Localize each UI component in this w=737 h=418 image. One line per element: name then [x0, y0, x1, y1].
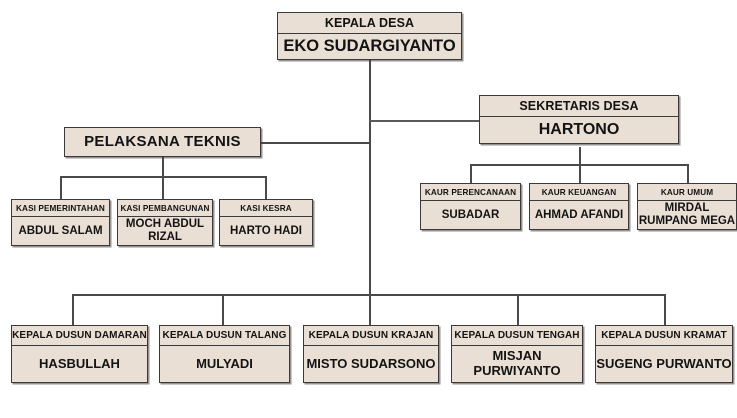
node-kepala-dusun-krajan[interactable]: KEPALA DUSUN KRAJAN MISTO SUDARSONO	[303, 325, 439, 383]
kepala-dusun-tengah-person: MISJAN PURWIYANTO	[473, 348, 561, 378]
connector-kaur-drop-3	[687, 164, 689, 183]
kepala-dusun-tengah-title: KEPALA DUSUN TENGAH	[452, 326, 582, 346]
connector-dusun-drop-2	[222, 294, 224, 325]
node-kaur-umum[interactable]: KAUR UMUM MIRDAL RUMPANG MEGA	[637, 183, 737, 230]
sekretaris-desa-title: SEKRETARIS DESA	[480, 96, 678, 117]
kasi-pembangunan-title: KASI PEMBANGUNAN	[118, 200, 212, 217]
kasi-pembangunan-person: MOCH ABDUL RIZAL	[125, 218, 205, 243]
node-kepala-dusun-tengah[interactable]: KEPALA DUSUN TENGAH MISJAN PURWIYANTO	[451, 325, 583, 383]
connector-dusun-drop-3	[369, 294, 371, 325]
connector-kasi-drop-1	[60, 176, 62, 199]
kepala-desa-title: KEPALA DESA	[278, 13, 461, 34]
kepala-dusun-kramat-person: SUGENG PURWANTO	[596, 355, 732, 371]
node-kepala-dusun-damaran[interactable]: KEPALA DUSUN DAMARAN HASBULLAH	[11, 325, 148, 383]
node-pelaksana-teknis[interactable]: PELAKSANA TEKNIS	[64, 127, 261, 157]
node-kepala-dusun-talang[interactable]: KEPALA DUSUN TALANG MULYADI	[159, 325, 290, 383]
node-kepala-dusun-kramat[interactable]: KEPALA DUSUN KRAMAT SUGENG PURWANTO	[595, 325, 733, 383]
connector-kasi-drop-3	[265, 176, 267, 199]
connector-kasi-drop-2	[162, 176, 164, 199]
kaur-perencanaan-title: KAUR PERENCANAAN	[421, 184, 520, 201]
kaur-keuangan-person: AHMAD AFANDI	[534, 208, 624, 221]
kepala-desa-person: EKO SUDARGIYANTO	[283, 37, 456, 56]
sekretaris-desa-person: HARTONO	[538, 121, 620, 139]
connector-dusun-drop-4	[517, 294, 519, 325]
node-sekretaris-desa[interactable]: SEKRETARIS DESA HARTONO	[479, 95, 679, 144]
connector-technical-unit-drop	[162, 157, 164, 177]
kasi-kesra-person: HARTO HADI	[230, 224, 302, 237]
kepala-dusun-krajan-person: MISTO SUDARSONO	[306, 355, 436, 371]
kaur-umum-person: MIRDAL RUMPANG MEGA	[638, 202, 736, 227]
connector-trunk-main	[369, 58, 371, 296]
node-kaur-perencanaan[interactable]: KAUR PERENCANAAN SUBADAR	[420, 183, 521, 230]
kaur-perencanaan-person: SUBADAR	[441, 208, 500, 221]
kepala-dusun-talang-title: KEPALA DUSUN TALANG	[160, 326, 289, 346]
connector-kaur-drop-1	[470, 164, 472, 183]
kepala-dusun-damaran-title: KEPALA DUSUN DAMARAN	[12, 326, 147, 346]
node-kasi-pembangunan[interactable]: KASI PEMBANGUNAN MOCH ABDUL RIZAL	[117, 199, 213, 246]
kasi-kesra-title: KASI KESRA	[220, 200, 312, 217]
connector-dusun-drop-5	[664, 294, 666, 325]
kasi-pemerintahan-person: ABDUL SALAM	[18, 224, 103, 237]
kaur-umum-title: KAUR UMUM	[638, 184, 736, 201]
connector-secretary-drop	[579, 147, 581, 165]
node-kasi-kesra[interactable]: KASI KESRA HARTO HADI	[219, 199, 313, 246]
connector-kaur-drop-2	[579, 164, 581, 183]
connector-dusun-drop-1	[72, 294, 74, 325]
kepala-dusun-krajan-title: KEPALA DUSUN KRAJAN	[304, 326, 438, 346]
kepala-dusun-talang-person: MULYADI	[196, 355, 253, 371]
node-kepala-desa[interactable]: KEPALA DESA EKO SUDARGIYANTO	[277, 12, 462, 60]
kasi-pemerintahan-title: KASI PEMERINTAHAN	[12, 200, 109, 217]
pelaksana-teknis-title: PELAKSANA TEKNIS	[84, 132, 241, 150]
connector-trunk-to-technical-unit	[255, 142, 371, 144]
node-kasi-pemerintahan[interactable]: KASI PEMERINTAHAN ABDUL SALAM	[11, 199, 110, 246]
kepala-dusun-damaran-person: HASBULLAH	[39, 355, 120, 371]
node-kaur-keuangan[interactable]: KAUR KEUANGAN AHMAD AFANDI	[529, 183, 629, 230]
connector-trunk-to-secretary	[369, 120, 480, 122]
kepala-dusun-kramat-title: KEPALA DUSUN KRAMAT	[596, 326, 732, 346]
kaur-keuangan-title: KAUR KEUANGAN	[530, 184, 628, 201]
